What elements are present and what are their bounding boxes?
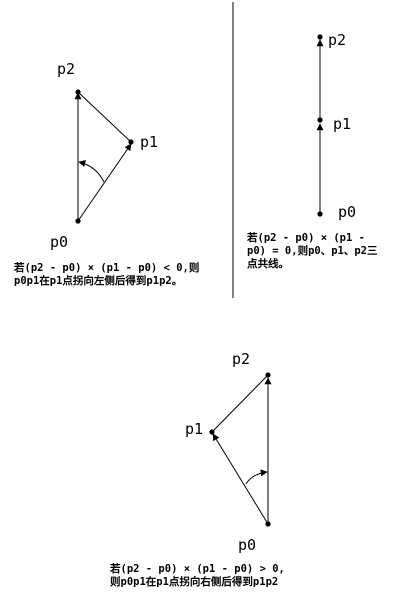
caption-line: 若(p2 - p0) × (p1 -	[247, 232, 365, 244]
right-panel-figure: p0 p1 p2	[316, 31, 356, 221]
label-p1: p1	[185, 420, 203, 438]
caption-line: 则p0p1在p1点拐向右侧后得到p1p2	[110, 576, 279, 588]
segment-p1-p2	[211, 374, 269, 433]
point-p2	[317, 34, 323, 40]
left-panel-figure: p0 p1 p2	[50, 60, 158, 251]
caption-line: p0) = 0,则p0、p1、p2三	[247, 245, 378, 257]
label-p2: p2	[57, 60, 75, 78]
vector-p0-p1	[212, 433, 269, 525]
point-p1	[209, 429, 215, 435]
caption-line: 若(p2 - p0) × (p1 - p0) > 0,	[110, 563, 285, 575]
caption-bottom: 若(p2 - p0) × (p1 - p0) > 0, 则p0p1在p1点拐向右…	[110, 563, 285, 589]
point-p2	[75, 89, 81, 95]
point-p1	[317, 117, 323, 123]
point-p0	[265, 521, 271, 527]
caption-left: 若(p2 - p0) × (p1 - p0) < 0,则 p0p1在p1点拐向左…	[14, 262, 199, 288]
caption-line: 若(p2 - p0) × (p1 - p0) < 0,则	[14, 262, 200, 274]
caption-line: p0p1在p1点拐向左侧后得到p1p2。	[14, 275, 183, 287]
point-p0	[75, 218, 81, 224]
label-p1: p1	[333, 115, 351, 133]
caption-right: 若(p2 - p0) × (p1 - p0) = 0,则p0、p1、p2三 点共…	[247, 232, 378, 271]
label-p1: p1	[140, 133, 158, 151]
vector-p0-p1	[77, 143, 132, 222]
point-p0	[317, 211, 323, 217]
point-p1	[128, 139, 134, 145]
label-p2: p2	[232, 350, 250, 368]
bottom-panel-figure: p0 p1 p2	[185, 350, 272, 554]
segment-p1-p2	[77, 91, 132, 143]
label-p0: p0	[50, 233, 68, 251]
label-p0: p0	[338, 203, 356, 221]
rotation-arc	[245, 469, 268, 485]
label-p0: p0	[238, 536, 256, 554]
label-p2: p2	[328, 31, 346, 49]
point-p2	[265, 372, 271, 378]
caption-line: 点共线。	[247, 258, 289, 270]
rotation-arc	[78, 160, 105, 183]
